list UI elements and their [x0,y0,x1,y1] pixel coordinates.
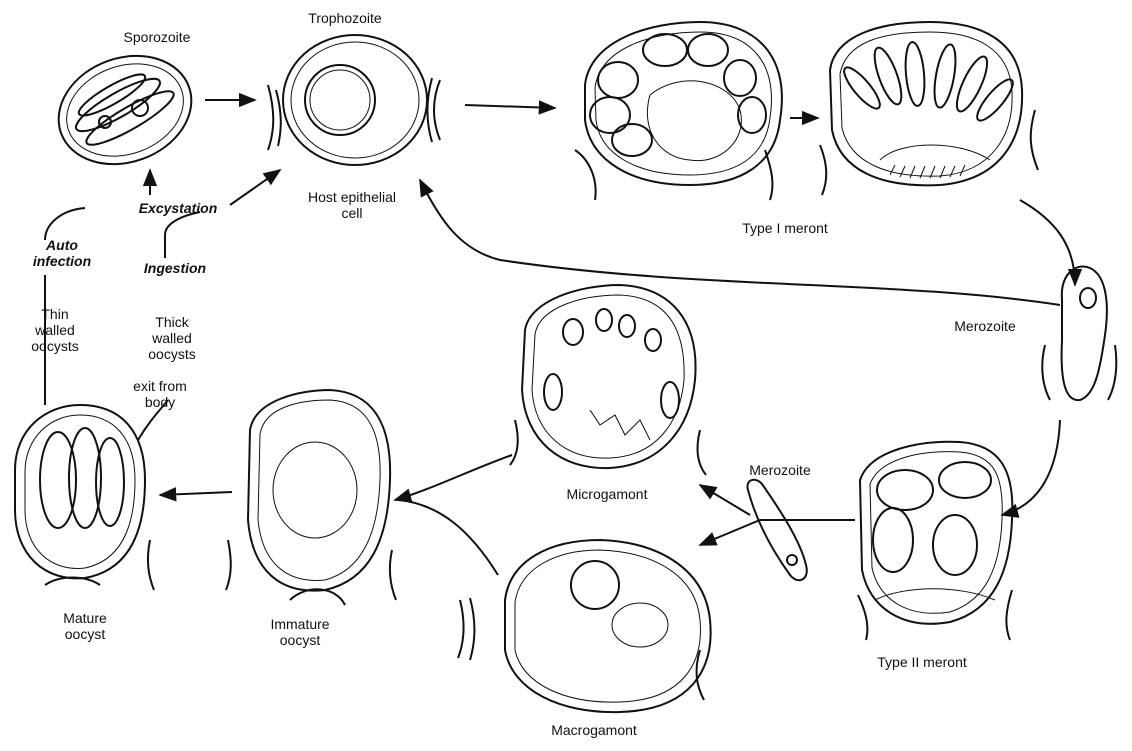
label-thin-walled-oocysts: Thin walled oocysts [31,306,78,354]
trophozoite-cell [268,35,440,165]
label-merozoite-mid: Merozoite [749,462,810,478]
mature-oocyst-cell [15,405,154,590]
merozoite-mid-cell [747,480,806,580]
label-microgamont: Microgamont [567,486,648,502]
label-auto-infection: Auto infection [33,237,91,269]
label-type-ii-meront: Type II meront [877,654,966,670]
merozoite-right-cell [1042,267,1116,401]
microgamont-cell [510,285,706,475]
label-macrogamont: Macrogamont [551,722,637,738]
macrogamont-cell [458,540,711,712]
type-ii-meront-cell [858,442,1012,640]
label-mature-oocyst: Mature oocyst [63,610,107,642]
label-trophozoite: Trophozoite [308,10,381,26]
label-host-epithelial-cell: Host epithelial cell [308,189,396,221]
label-merozoite-top: Merozoite [954,318,1015,334]
cycle-arrows [45,100,1075,575]
type-i-meront-early [575,22,782,200]
label-immature-oocyst: Immature oocyst [270,616,329,648]
label-thick-walled-oocysts: Thick walled oocysts [148,314,195,362]
label-excystation: Excystation [139,200,218,216]
label-sporozoite: Sporozoite [124,29,191,45]
immature-oocyst-cell [226,390,396,605]
sporozoite-cell [43,38,206,182]
label-exit-from-body: exit from body [133,378,187,410]
label-ingestion: Ingestion [144,260,206,276]
type-i-meront-mature [820,22,1038,195]
label-type-i-meront: Type I meront [742,220,828,236]
